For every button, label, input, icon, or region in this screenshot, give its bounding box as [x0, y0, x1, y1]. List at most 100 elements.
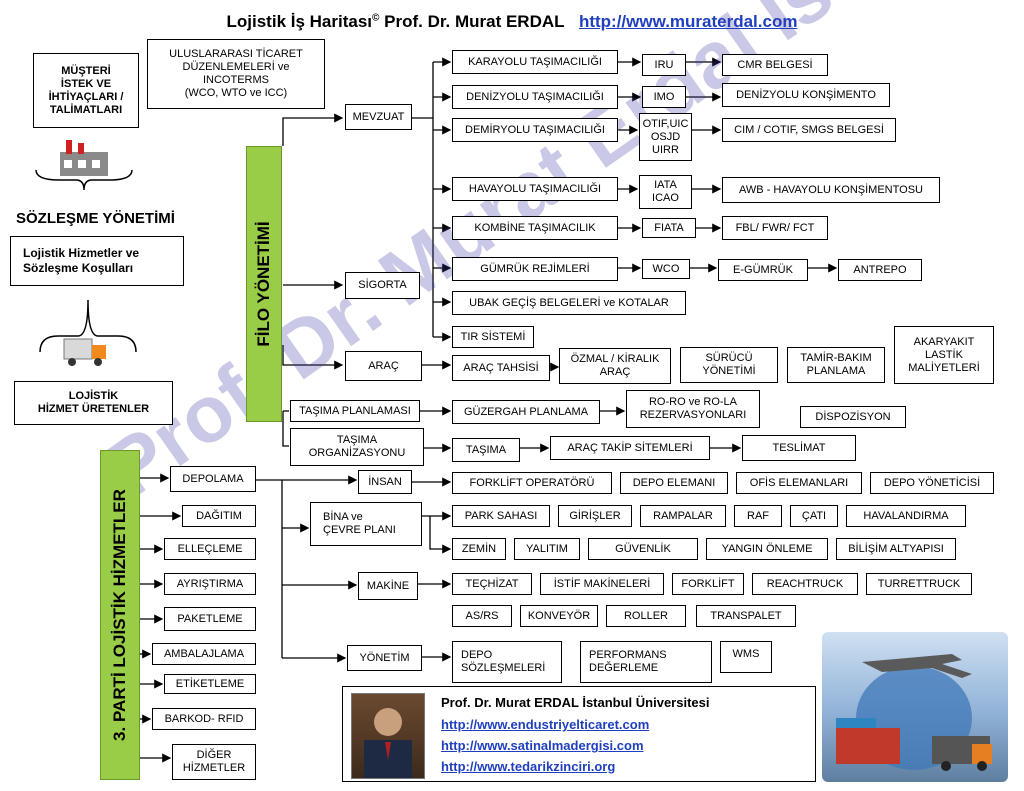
depo-elemani-box: DEPO ELEMANI: [620, 472, 728, 494]
yalitim-label: YALITIM: [526, 542, 568, 555]
title-main: Lojistik İş Haritası: [226, 12, 373, 31]
ellecleme-label: ELLEÇLEME: [177, 542, 243, 555]
fiata-label: FIATA: [654, 221, 684, 234]
reachtruck-box: REACHTRUCK: [752, 573, 858, 595]
techizat-label: TEÇHİZAT: [465, 577, 519, 590]
transpalet-box: TRANSPALET: [696, 605, 796, 627]
guzergah-box: GÜZERGAH PLANLAMA: [452, 400, 600, 424]
cim-label: CIM / COTIF, SMGS BELGESİ: [734, 123, 884, 136]
reachtruck-label: REACHTRUCK: [766, 577, 844, 590]
istif-box: İSTİF MAKİNELERİ: [540, 573, 664, 595]
tasima-organizasyonu-box: TAŞIMA ORGANİZASYONU: [290, 428, 424, 466]
transpalet-label: TRANSPALET: [710, 609, 782, 622]
raf-box: RAF: [734, 505, 782, 527]
author-name: Prof. Dr. Murat ERDAL İstanbul Üniversit…: [441, 695, 710, 710]
factory-icon: [58, 138, 110, 178]
ayristirma-label: AYRIŞTIRMA: [176, 577, 244, 590]
zemin-label: ZEMİN: [461, 542, 497, 555]
asrs-label: AS/RS: [465, 609, 499, 622]
arac-takip-label: ARAÇ TAKİP SİTEMLERİ: [567, 441, 693, 454]
copyright-mark: ©: [372, 12, 380, 24]
ozmal-label: ÖZMAL / KİRALIK ARAÇ: [570, 353, 660, 378]
barkod-box: BARKOD- RFID: [152, 708, 256, 730]
ubak-box: UBAK GEÇİŞ BELGELERİ ve KOTALAR: [452, 291, 686, 315]
zemin-box: ZEMİN: [452, 538, 506, 560]
techizat-box: TEÇHİZAT: [452, 573, 532, 595]
tir-label: TIR SİSTEMİ: [460, 330, 526, 343]
cmr-label: CMR BELGESİ: [737, 58, 813, 71]
author-links: http://www.endustriyelticaret.com http:/…: [441, 714, 649, 777]
third-party-logistics-title: 3. PARTİ LOJİSTİK HİZMETLER: [110, 489, 129, 741]
iru-label: IRU: [654, 58, 674, 71]
filo-management-title: FİLO YÖNETİMİ: [254, 221, 273, 347]
turrettruck-label: TURRETTRUCK: [877, 577, 961, 590]
link-endustriyelticaret[interactable]: http://www.endustriyelticaret.com: [441, 717, 650, 732]
kombine-label: KOMBİNE TAŞIMACILIK: [474, 221, 596, 234]
cati-label: ÇATI: [801, 509, 827, 522]
etiketleme-box: ETİKETLEME: [164, 674, 256, 694]
guzergah-label: GÜZERGAH PLANLAMA: [463, 405, 589, 418]
mevzuat-box: MEVZUAT: [345, 104, 412, 130]
title-url-link[interactable]: http://www.muraterdal.com: [578, 12, 798, 31]
tasima-planlamasi-box: TAŞIMA PLANLAMASI: [290, 400, 420, 422]
rampalar-box: RAMPALAR: [640, 505, 726, 527]
otif-box: OTIF,UIC OSJD UIRR: [639, 113, 692, 161]
tamir-box: TAMİR-BAKIM PLANLAMA: [787, 347, 885, 383]
services-terms-box: Lojistik Hizmetler ve Sözleşme Koşulları: [10, 236, 184, 286]
akaryakit-label: AKARYAKIT LASTİK MALİYETLERİ: [908, 335, 980, 374]
author-box: Prof. Dr. Murat ERDAL İstanbul Üniversit…: [342, 686, 816, 782]
services-terms-label: Lojistik Hizmetler ve Sözleşme Koşulları: [23, 246, 140, 275]
surucu-box: SÜRÜCÜ YÖNETİMİ: [680, 347, 778, 383]
contract-management-heading: SÖZLEŞME YÖNETİMİ: [16, 210, 175, 227]
guvenlik-label: GÜVENLİK: [615, 542, 671, 555]
turrettruck-box: TURRETTRUCK: [866, 573, 972, 595]
arac-takip-box: ARAÇ TAKİP SİTEMLERİ: [550, 436, 710, 460]
bina-box: BİNA ve ÇEVRE PLANI: [310, 502, 422, 546]
link-satinalmadergisi[interactable]: http://www.satinalmadergisi.com: [441, 738, 644, 753]
fbl-box: FBL/ FWR/ FCT: [722, 216, 828, 240]
insan-box: İNSAN: [358, 470, 412, 494]
arac-tahsisi-label: ARAÇ TAHSİSİ: [463, 361, 539, 374]
wco-label: WCO: [652, 262, 680, 275]
tir-box: TIR SİSTEMİ: [452, 326, 534, 348]
girisler-label: GİRİŞLER: [569, 509, 621, 522]
wco-box: WCO: [642, 259, 690, 279]
roller-label: ROLLER: [623, 609, 669, 622]
havalandirma-label: HAVALANDIRMA: [863, 509, 949, 522]
wms-label: WMS: [732, 648, 760, 660]
bilisim-label: BİLİŞİM ALTYAPISI: [848, 542, 944, 555]
teslimat-box: TESLİMAT: [742, 435, 856, 461]
fiata-box: FIATA: [642, 218, 696, 238]
insan-label: İNSAN: [368, 475, 402, 488]
ozmal-box: ÖZMAL / KİRALIK ARAÇ: [559, 348, 671, 384]
forklift-operator-label: FORKLİFT OPERATÖRÜ: [469, 476, 595, 489]
depo-elemani-label: DEPO ELEMANI: [632, 476, 716, 489]
truck-icon: [62, 335, 110, 369]
karayolu-label: KARAYOLU TAŞIMACILIĞI: [468, 55, 602, 68]
makine-box: MAKİNE: [358, 572, 418, 600]
arac-box: ARAÇ: [345, 351, 422, 381]
sigorta-box: SİGORTA: [345, 272, 420, 299]
ambalajlama-box: AMBALAJLAMA: [152, 643, 256, 665]
forklift-label: FORKLİFT: [681, 577, 735, 590]
depolama-box: DEPOLAMA: [170, 466, 256, 492]
akaryakit-box: AKARYAKIT LASTİK MALİYETLERİ: [894, 326, 994, 384]
customer-requests-box: MÜŞTERİ İSTEK VE İHTİYAÇLARI / TALİMATLA…: [33, 53, 139, 128]
awb-box: AWB - HAVAYOLU KONŞİMENTOSU: [722, 177, 940, 203]
denizyolu-box: DENİZYOLU TAŞIMACILIĞI: [452, 85, 618, 109]
havayolu-label: HAVAYOLU TAŞIMACILIĞI: [468, 182, 602, 195]
tasima-organizasyonu-label: TAŞIMA ORGANİZASYONU: [308, 434, 406, 459]
sigorta-label: SİGORTA: [358, 279, 407, 291]
antrepo-box: ANTREPO: [838, 259, 922, 281]
guvenlik-box: GÜVENLİK: [588, 538, 698, 560]
asrs-box: AS/RS: [452, 605, 512, 627]
roller-box: ROLLER: [606, 605, 686, 627]
brace-bottom: [39, 299, 137, 353]
cim-box: CIM / COTIF, SMGS BELGESİ: [722, 118, 896, 142]
iru-box: IRU: [642, 54, 686, 76]
forklift-box: FORKLİFT: [672, 573, 744, 595]
yonetim-label: YÖNETİM: [359, 651, 410, 664]
yalitim-box: YALITIM: [514, 538, 580, 560]
link-tedarikzinciri[interactable]: http://www.tedarikzinciri.org: [441, 759, 616, 774]
